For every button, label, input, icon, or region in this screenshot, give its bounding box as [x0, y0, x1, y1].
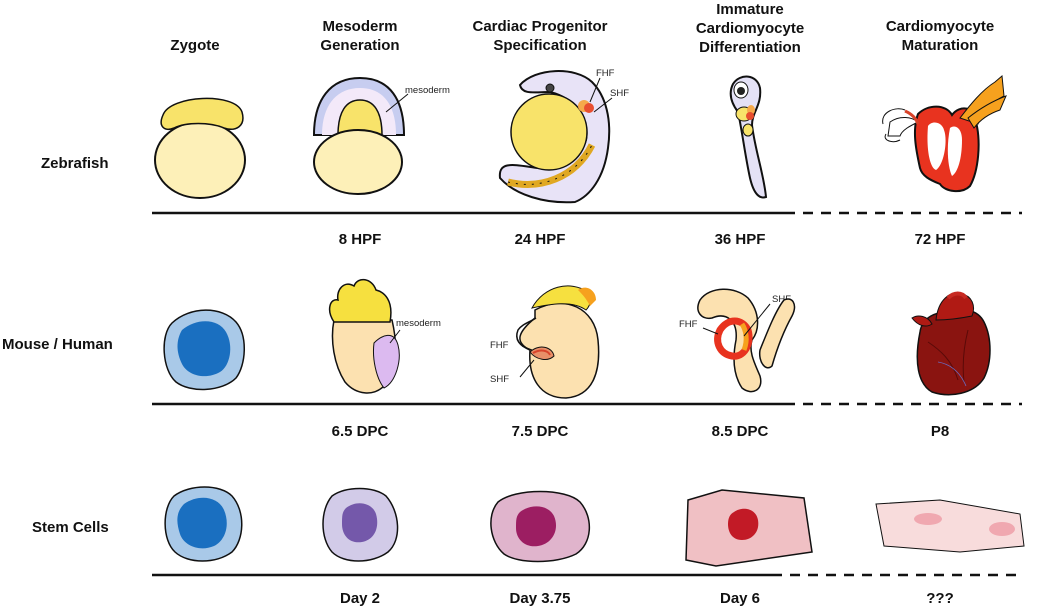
timepoint-label: 6.5 DPC	[331, 423, 389, 440]
header-line: Mesoderm	[322, 18, 398, 35]
timepoint-label: Day 2	[339, 590, 381, 607]
mouse-zygote-illustration	[163, 309, 245, 391]
zebrafish-72hpf-heart-illustration	[882, 74, 1007, 192]
zebrafish-36hpf-illustration	[729, 75, 768, 199]
zebrafish-zygote-illustration	[154, 97, 246, 199]
timepoint-label: 72 HPF	[914, 231, 966, 248]
annotation-fhf: FHF	[679, 319, 698, 330]
mouse-7-5dpc-illustration	[516, 285, 600, 399]
mouse-6-5dpc-illustration	[328, 278, 401, 394]
annotation-shf: SHF	[610, 88, 629, 99]
column-header-zygote: Zygote	[150, 36, 240, 55]
annotation-mesoderm: mesoderm	[396, 318, 441, 329]
column-header-mesoderm-generation: Mesoderm Generation	[305, 17, 415, 55]
row-label-stem-cells: Stem Cells	[32, 519, 109, 536]
column-header-immature-cardiomyocyte: Immature Cardiomyocyte Differentiation	[680, 0, 820, 57]
timepoint-label: 8.5 DPC	[711, 423, 769, 440]
header-line: Specification	[493, 37, 587, 54]
timepoint-label: Day 3.75	[509, 590, 571, 607]
stem-cell-day6-illustration	[685, 489, 813, 567]
header-line: Differentiation	[699, 39, 801, 56]
timepoint-label: Day 6	[719, 590, 761, 607]
timepoint-label: ???	[926, 590, 954, 607]
annotation-fhf: FHF	[490, 340, 509, 351]
zebrafish-mesoderm-illustration	[312, 76, 409, 195]
row-label-zebrafish: Zebrafish	[41, 155, 109, 172]
timepoint-label: P8	[930, 423, 950, 440]
annotation-fhf: FHF	[596, 68, 615, 79]
stem-cell-unknown-illustration	[875, 499, 1025, 553]
timepoint-label: 8 HPF	[338, 231, 382, 248]
header-line: Zygote	[170, 37, 220, 54]
timepoint-label: 7.5 DPC	[511, 423, 569, 440]
stem-cell-day0-illustration	[164, 486, 243, 562]
header-line: Cardiomyocyte	[885, 18, 995, 35]
header-line: Immature	[716, 1, 784, 18]
row-label-mouse-human: Mouse / Human	[2, 336, 113, 353]
annotation-shf: SHF	[490, 374, 509, 385]
mouse-8-5dpc-illustration	[697, 288, 796, 393]
stem-cell-day2-illustration	[322, 487, 399, 562]
annotation-shf: SHF	[772, 294, 791, 305]
header-line: Maturation	[901, 37, 979, 54]
mouse-p8-heart-illustration	[911, 291, 991, 396]
stem-cell-day3-75-illustration	[490, 490, 591, 563]
column-header-cardiomyocyte-maturation: Cardiomyocyte Maturation	[870, 17, 1010, 55]
timepoint-label: 24 HPF	[514, 231, 566, 248]
header-line: Generation	[320, 37, 400, 54]
header-line: Cardiomyocyte	[695, 20, 805, 37]
zebrafish-24hpf-illustration	[498, 70, 613, 204]
annotation-mesoderm: mesoderm	[405, 85, 450, 96]
header-line: Cardiac Progenitor	[472, 18, 608, 35]
column-header-cardiac-progenitor: Cardiac Progenitor Specification	[455, 17, 625, 55]
timepoint-label: 36 HPF	[714, 231, 766, 248]
